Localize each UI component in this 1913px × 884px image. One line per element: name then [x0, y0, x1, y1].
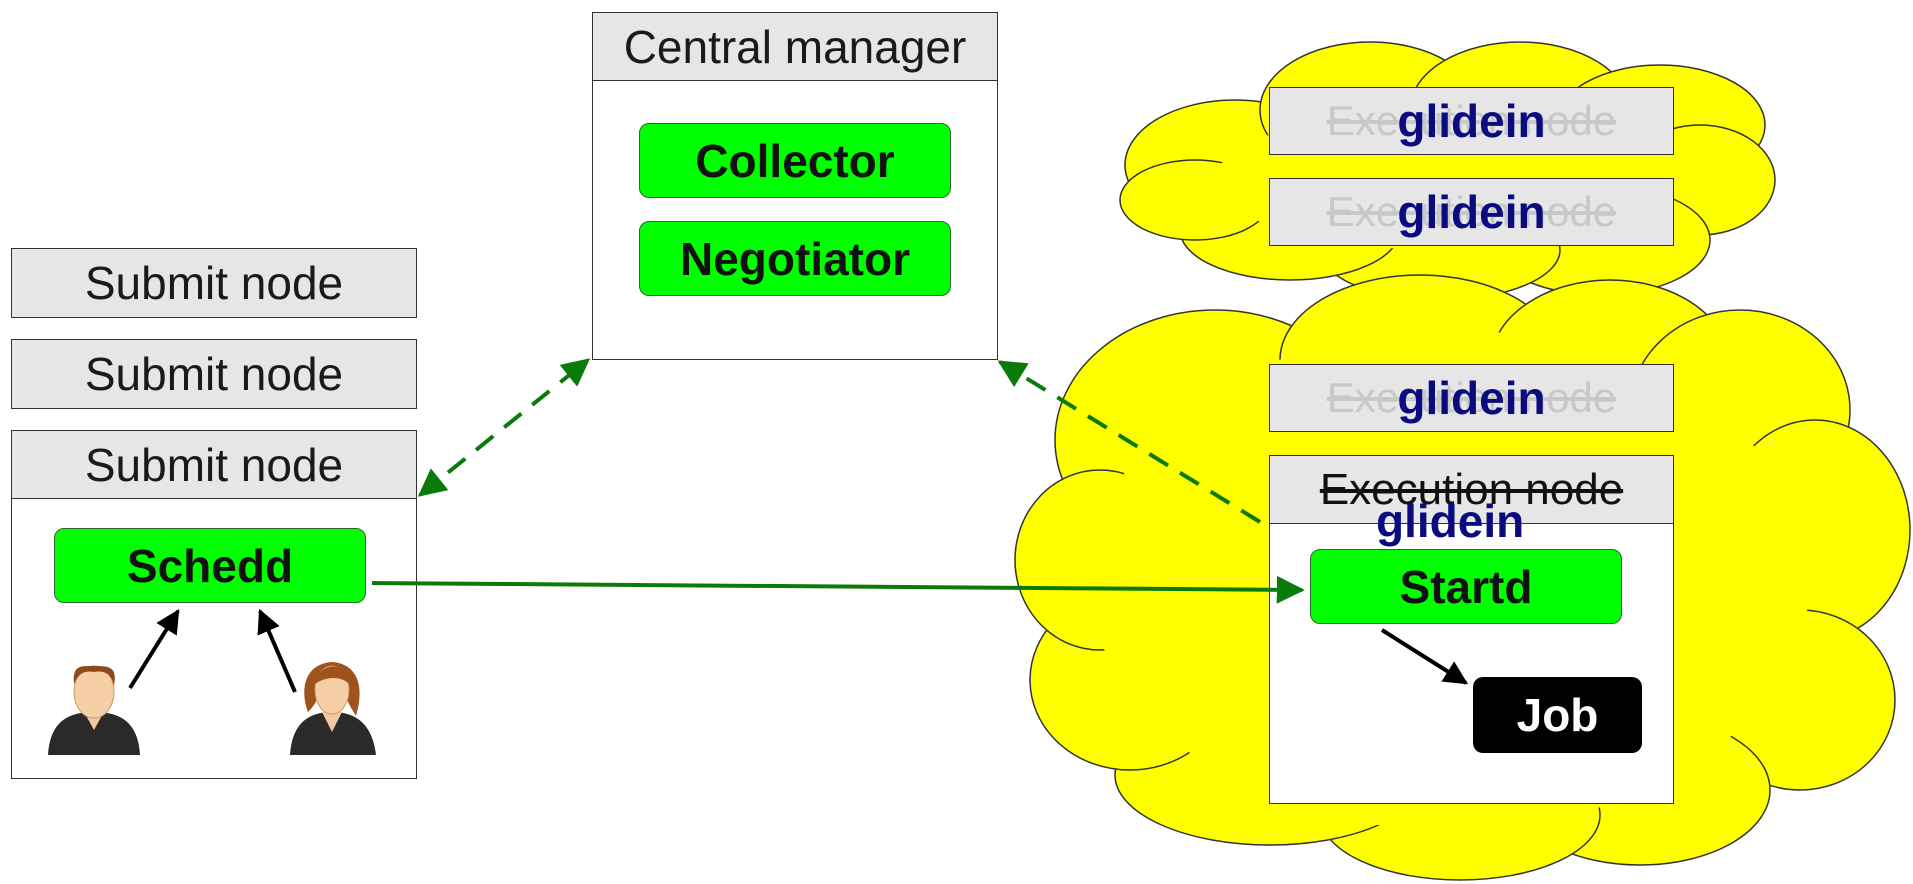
- execution-node-struck-label: Execution node: [1319, 465, 1624, 514]
- user-male-icon: [48, 665, 140, 755]
- startd-daemon: Startd: [1310, 549, 1622, 624]
- job-box: Job: [1473, 677, 1642, 753]
- startd-to-job-arrow: [1380, 628, 1469, 685]
- schedd-to-startd-arrow: [371, 575, 1305, 604]
- glidein-node-2: Execution node glidein: [1269, 178, 1674, 246]
- submit-node-3-title: Submit node: [12, 431, 416, 499]
- negotiator-daemon: Negotiator: [639, 221, 951, 296]
- glidein-node-3: Execution node glidein: [1269, 364, 1674, 432]
- user-female-icon: [290, 662, 376, 755]
- schedd-daemon: Schedd: [54, 528, 366, 603]
- collector-daemon: Collector: [639, 123, 951, 198]
- submit-node-1: Submit node: [11, 248, 417, 318]
- glidein-node-1-struck-label: Execution node: [1326, 97, 1617, 144]
- glidein-node-2-struck-label: Execution node: [1326, 188, 1617, 235]
- execution-node-box: Execution node: [1269, 455, 1674, 804]
- submit-node-2: Submit node: [11, 339, 417, 409]
- user2-to-schedd-arrow: [257, 608, 297, 693]
- glidein-node-3-struck-label: Execution node: [1326, 374, 1617, 421]
- glidein-node-1: Execution node glidein: [1269, 87, 1674, 155]
- glidein-node-2-label: glidein: [1397, 186, 1546, 238]
- central-manager-title: Central manager: [593, 13, 997, 81]
- startd-to-collector-arrow: [997, 360, 1262, 524]
- user1-to-schedd-arrow: [128, 608, 180, 690]
- glidein-node-3-label: glidein: [1397, 372, 1546, 424]
- execution-node-header: Execution node: [1270, 456, 1673, 524]
- schedd-to-collector-arrow: [417, 358, 591, 497]
- glidein-node-1-label: glidein: [1397, 95, 1546, 147]
- execution-node-glidein-label: glidein: [1376, 495, 1525, 547]
